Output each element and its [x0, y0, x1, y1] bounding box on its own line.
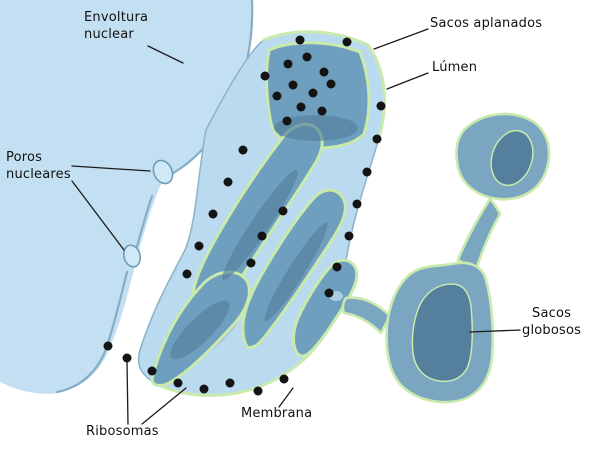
ribosome-dot — [279, 374, 289, 384]
globular-lumen-top — [490, 129, 534, 187]
ribosome-dot — [225, 378, 235, 388]
ribosome-dot — [223, 177, 233, 187]
leader-lumen — [386, 72, 429, 90]
ribosome-dot — [194, 241, 204, 251]
ribosome-dot — [296, 102, 306, 112]
ribosome-dot — [278, 206, 288, 216]
leader-poros-2 — [71, 180, 125, 251]
ribosome-dot — [326, 79, 336, 89]
ribosome-dot — [122, 353, 132, 363]
nucleus-blob — [0, 0, 253, 394]
ribosome-dot — [324, 288, 334, 298]
ribosome-dot — [283, 59, 293, 69]
nucleus-group — [0, 0, 253, 394]
flattened-sac-finger — [292, 258, 359, 358]
ribosome-dot — [288, 80, 298, 90]
ribosome-dots — [103, 35, 386, 396]
label-sacos-aplanados: Sacos aplanados — [430, 16, 543, 31]
ribosome-dot — [302, 52, 312, 62]
ribosome-dot — [246, 258, 256, 268]
leader-poros-1 — [71, 165, 151, 172]
connector-er-to-globular — [341, 296, 392, 335]
label-ribosomas: Ribosomas — [86, 424, 159, 439]
ribosome-dot — [208, 209, 218, 219]
leader-lines — [71, 28, 521, 425]
leader-sacos-aplanados — [373, 28, 429, 50]
ribosome-dot — [173, 378, 183, 388]
leader-membrana — [278, 387, 294, 408]
ribosome-dot — [376, 101, 386, 111]
envelope-segment — [55, 270, 129, 394]
label-envoltura-nuclear: Envoltura nuclear — [84, 10, 149, 42]
ribosome-dot — [352, 199, 362, 209]
nuclear-pores — [122, 159, 174, 268]
leader-envoltura-nuclear — [147, 45, 184, 64]
ribosome-dot — [199, 384, 209, 394]
leader-sacos-globosos — [469, 329, 521, 333]
ribosome-dot — [147, 366, 157, 376]
label-lumen: Lúmen — [432, 60, 478, 75]
ribosome-dot — [295, 35, 305, 45]
ribosome-dot — [182, 269, 192, 279]
ribosome-dot — [344, 231, 354, 241]
lumen-shade — [222, 170, 298, 280]
nuclear-pore — [122, 244, 142, 268]
label-poros-nucleares: Poros nucleares — [6, 150, 71, 182]
ribosome-dot — [372, 134, 382, 144]
ribosome-dot — [317, 106, 327, 116]
ribosome-dot — [238, 145, 248, 155]
ribosome-dot — [332, 262, 342, 272]
ribosome-dot — [253, 386, 263, 396]
ribosome-dot — [342, 37, 352, 47]
globular-lumen-bottom — [411, 283, 474, 383]
ribosome-dot — [257, 231, 267, 241]
ribosome-dot — [282, 116, 292, 126]
label-sacos-globosos: Sacos globosos — [522, 306, 582, 338]
ribosome-dot — [260, 71, 270, 81]
nuclear-pore — [152, 159, 174, 185]
sac-lumen-shading — [170, 115, 358, 360]
leader-ribosomas-1 — [126, 361, 129, 425]
leader-ribosomas-2 — [141, 387, 187, 425]
envelope-segment — [134, 194, 154, 252]
ribosome-dot — [272, 91, 282, 101]
ribosome-dot — [308, 88, 318, 98]
label-membrana: Membrana — [241, 406, 313, 421]
globular-sac-lumens — [411, 129, 534, 383]
ribosome-dot — [362, 167, 372, 177]
lumen-shade — [274, 115, 358, 141]
ribosome-dot — [319, 67, 329, 77]
globular-sac-neck — [456, 197, 502, 272]
ribosome-dot — [103, 341, 113, 351]
lumen-shade — [264, 222, 328, 322]
lumen-shade — [170, 300, 230, 360]
